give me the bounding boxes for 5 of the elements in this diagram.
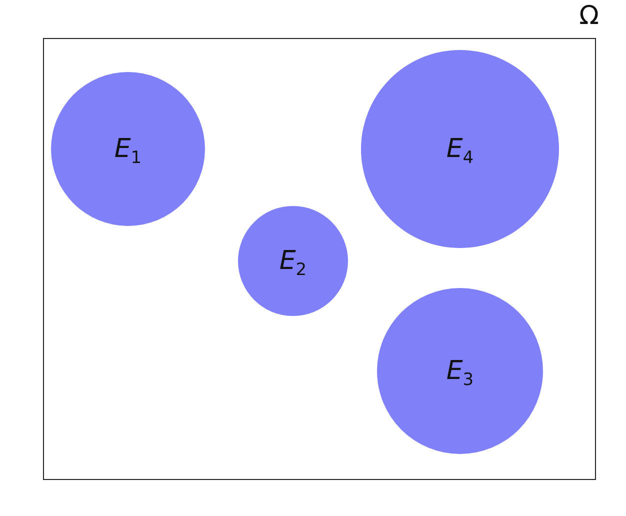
region-label: Ω	[579, 3, 599, 29]
set-label: E$_{2}$	[279, 246, 307, 276]
set-label: E$_{3}$	[446, 356, 474, 386]
set-label: E$_{4}$	[446, 134, 474, 164]
set-label: E$_{1}$	[114, 134, 142, 164]
